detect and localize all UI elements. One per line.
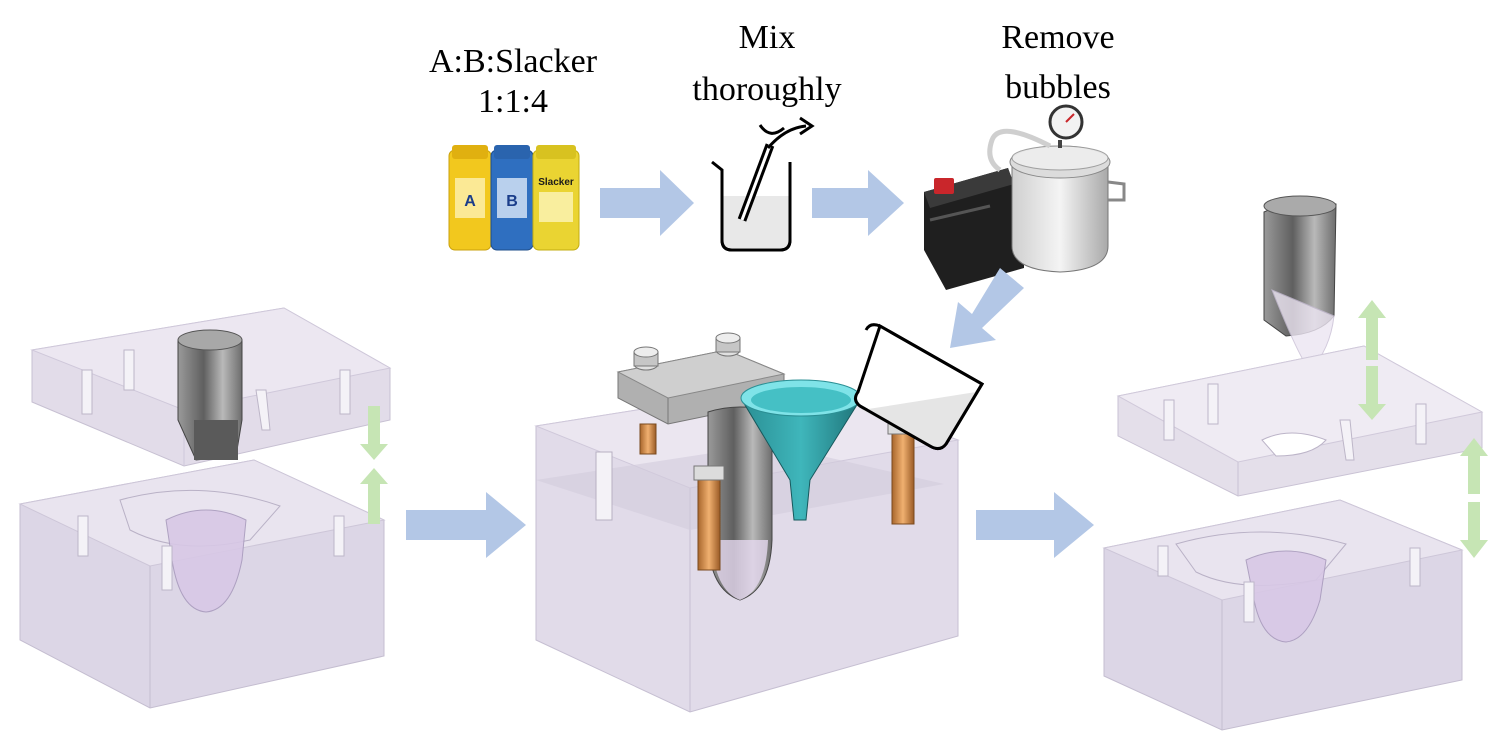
motion-arrow-down-left — [360, 406, 388, 460]
bottle-slacker: Slacker — [532, 145, 580, 251]
bottle-a: A — [448, 145, 492, 251]
flow-arrow-5 — [976, 492, 1094, 558]
flow-arrow-1 — [600, 170, 694, 236]
svg-text:A: A — [464, 193, 476, 210]
ratio-label-line1: A:B:Slacker — [428, 43, 598, 80]
mix-label-line2: thoroughly — [692, 71, 842, 108]
mold-demold-right — [1102, 195, 1484, 731]
flow-arrow-2 — [812, 170, 904, 236]
bottle-b: B — [490, 145, 534, 251]
flow-arrow-3 — [950, 268, 1024, 348]
motion-arrow-down-right-plate — [1460, 502, 1488, 558]
beaker-icon — [711, 116, 815, 252]
svg-text:B: B — [506, 193, 518, 210]
svg-text:Slacker: Slacker — [538, 177, 574, 188]
mold-open-left — [18, 307, 392, 709]
ratio-label-line2: 1:1:4 — [478, 83, 548, 120]
motion-arrow-up-right-core — [1358, 300, 1386, 360]
motion-arrow-down-right-core — [1358, 366, 1386, 420]
flow-arrow-4 — [406, 492, 526, 558]
mix-label-line1: Mix — [738, 19, 796, 56]
motion-arrow-up-right-plate — [1460, 438, 1488, 494]
remove-label-line1: Remove — [1001, 19, 1115, 56]
mold-pouring-middle — [534, 323, 985, 713]
vacuum-chamber — [924, 104, 1126, 290]
motion-arrow-up-left — [360, 468, 388, 524]
remove-label-line2: bubbles — [1005, 69, 1111, 106]
